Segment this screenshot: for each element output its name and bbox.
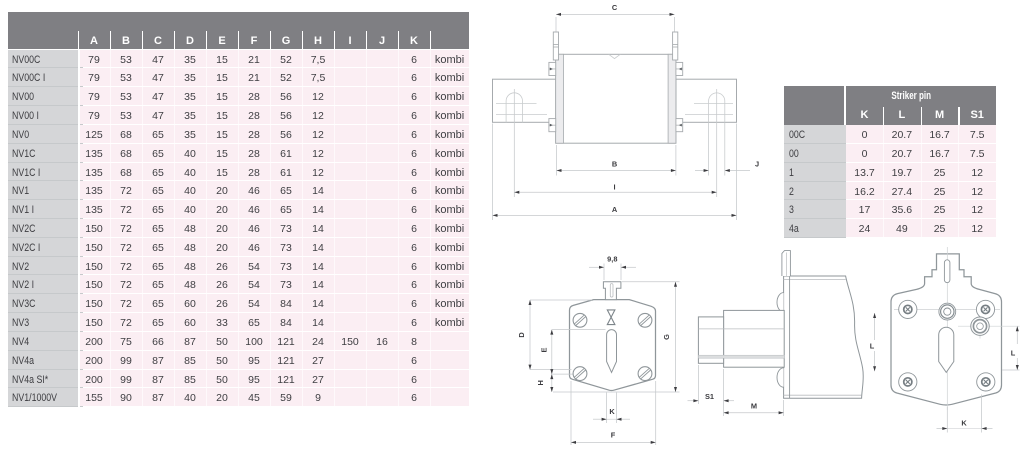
svg-text:D: D <box>517 332 526 338</box>
svg-text:F: F <box>611 430 616 439</box>
svg-text:L: L <box>1011 348 1016 357</box>
svg-text:I: I <box>613 182 615 191</box>
svg-text:H: H <box>536 380 545 385</box>
svg-text:E: E <box>539 347 548 352</box>
svg-text:G: G <box>662 334 671 340</box>
svg-text:9,8: 9,8 <box>607 255 617 264</box>
svg-text:K: K <box>609 407 615 416</box>
svg-text:B: B <box>612 160 617 169</box>
svg-text:C: C <box>612 3 618 12</box>
svg-text:J: J <box>755 160 759 169</box>
svg-text:M: M <box>751 402 757 411</box>
svg-text:K: K <box>961 419 967 428</box>
svg-text:A: A <box>612 205 618 214</box>
svg-text:L: L <box>870 341 875 350</box>
svg-text:S1: S1 <box>705 392 714 401</box>
